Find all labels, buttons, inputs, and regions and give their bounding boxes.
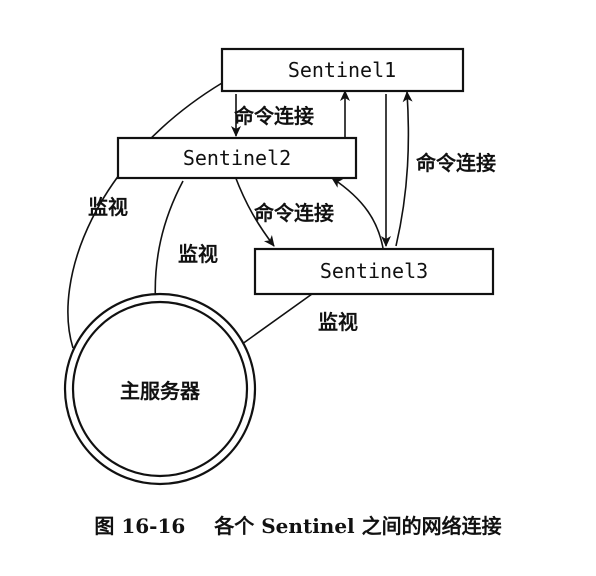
master-server-label: 主服务器 bbox=[120, 379, 201, 403]
figure-number: 图 16-16 bbox=[94, 514, 185, 538]
figure-caption: 图 16-16 各个 Sentinel 之间的网络连接 bbox=[94, 514, 501, 538]
monitor-line-sentinel1 bbox=[67, 82, 223, 349]
sentinel1-label: Sentinel1 bbox=[288, 58, 396, 82]
monitor-line-sentinel3 bbox=[237, 293, 313, 348]
cmd-arrow-s3-to-s1 bbox=[395, 91, 413, 247]
cmd-arrow-s3-to-s2 bbox=[331, 177, 384, 249]
cmd-label-s2-s3: 命令连接 bbox=[254, 201, 334, 225]
sentinel3-node: Sentinel3 bbox=[253, 247, 495, 296]
sentinel2-box bbox=[116, 136, 358, 180]
master-server-node: 主服务器 bbox=[63, 292, 257, 486]
cmd-label-s1-s3: 命令连接 bbox=[416, 151, 496, 175]
monitor-label-s2: 监视 bbox=[178, 242, 218, 266]
monitor-label-s1: 监视 bbox=[88, 195, 128, 219]
sentinel3-box bbox=[253, 247, 495, 296]
monitor-label-s3: 监视 bbox=[318, 310, 358, 334]
cmd-label-s1-s2: 命令连接 bbox=[234, 104, 314, 128]
sentinel1-node: Sentinel1 bbox=[220, 47, 465, 93]
sentinel2-label: Sentinel2 bbox=[183, 146, 291, 170]
sentinel3-label: Sentinel3 bbox=[320, 259, 428, 283]
sentinel2-node: Sentinel2 bbox=[116, 136, 358, 180]
sentinel1-box bbox=[220, 47, 465, 93]
figure-title: 各个 Sentinel 之间的网络连接 bbox=[213, 514, 501, 538]
master-inner-ring bbox=[71, 300, 249, 478]
cmd-arrow-s2-to-s3 bbox=[234, 175, 275, 247]
